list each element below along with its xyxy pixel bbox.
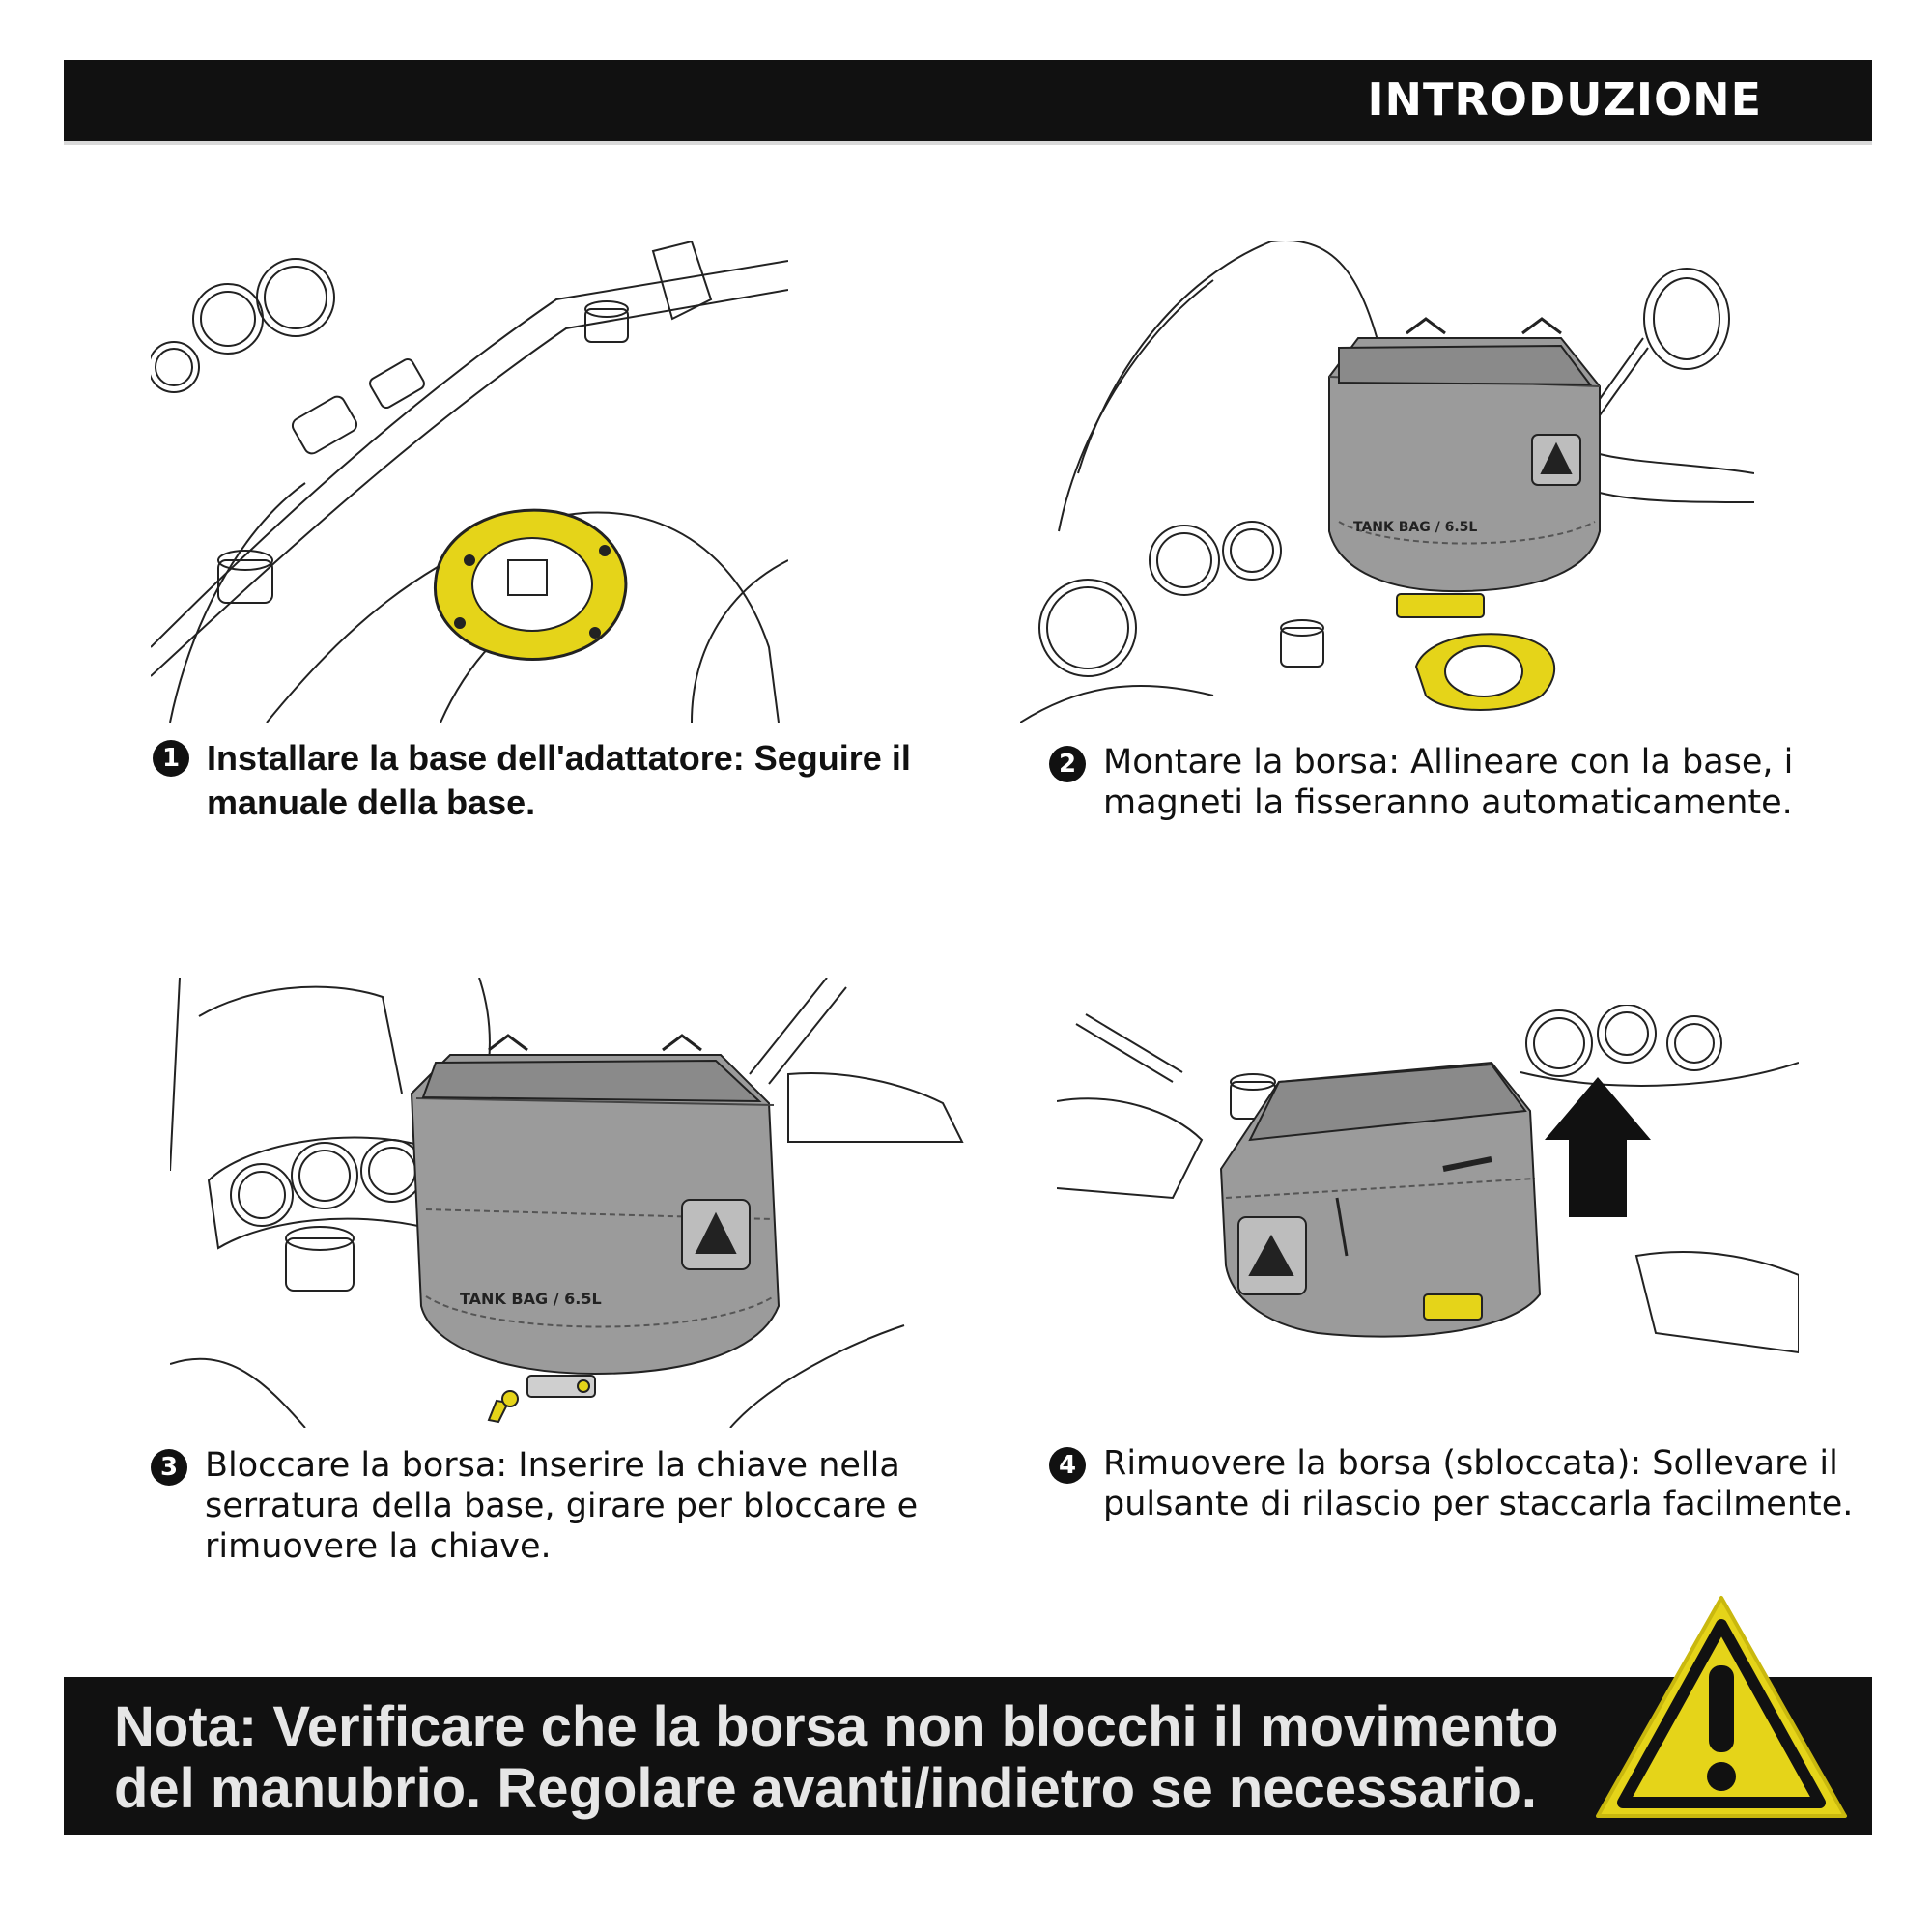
page-title: INTRODUZIONE	[1367, 73, 1762, 126]
bag-label: TANK BAG / 6.5L	[1353, 520, 1477, 535]
step-number: 4	[1049, 1447, 1086, 1484]
step-text: Montare la borsa: Allineare con la base,…	[1103, 743, 1794, 822]
step-text: Rimuovere la borsa (sbloccata): Sollevar…	[1103, 1444, 1854, 1523]
step-1: 1 Installare la base dell'adattatore: Se…	[153, 736, 1003, 825]
step-number: 1	[153, 740, 189, 777]
step-number: 3	[151, 1449, 187, 1486]
step-4: 4 Rimuovere la borsa (sbloccata): Sollev…	[1049, 1443, 1880, 1524]
illustration-step-4	[1057, 1005, 1799, 1366]
up-arrow-icon	[1545, 1077, 1651, 1217]
tank-bag-icon: TANK BAG / 6.5L	[410, 1034, 781, 1376]
step-text: Bloccare la borsa: Inserire la chiave ne…	[205, 1446, 919, 1566]
step-number: 2	[1049, 746, 1086, 782]
step-3: 3 Bloccare la borsa: Inserire la chiave …	[151, 1445, 1001, 1567]
warning-triangle-icon	[1592, 1588, 1851, 1828]
key-icon	[487, 1390, 519, 1424]
adapter-ring-icon	[433, 508, 628, 661]
tank-bag-icon: TANK BAG / 6.5L	[1328, 317, 1601, 593]
note-bar: Nota: Verificare che la borsa non blocch…	[64, 1677, 1872, 1835]
step-2: 2 Montare la borsa: Allineare con la bas…	[1049, 742, 1880, 823]
illustration-step-1	[151, 242, 788, 723]
tank-bag-icon	[1219, 1061, 1542, 1338]
bag-label: TANK BAG / 6.5L	[460, 1290, 602, 1308]
illustration-step-3: TANK BAG / 6.5L	[170, 978, 981, 1428]
illustration-step-2: TANK BAG / 6.5L	[1020, 242, 1754, 723]
header-bar: INTRODUZIONE	[64, 60, 1872, 141]
step-text: Installare la base dell'adattatore: Segu…	[207, 738, 911, 822]
note-text: Nota: Verificare che la borsa non blocch…	[114, 1695, 1559, 1820]
